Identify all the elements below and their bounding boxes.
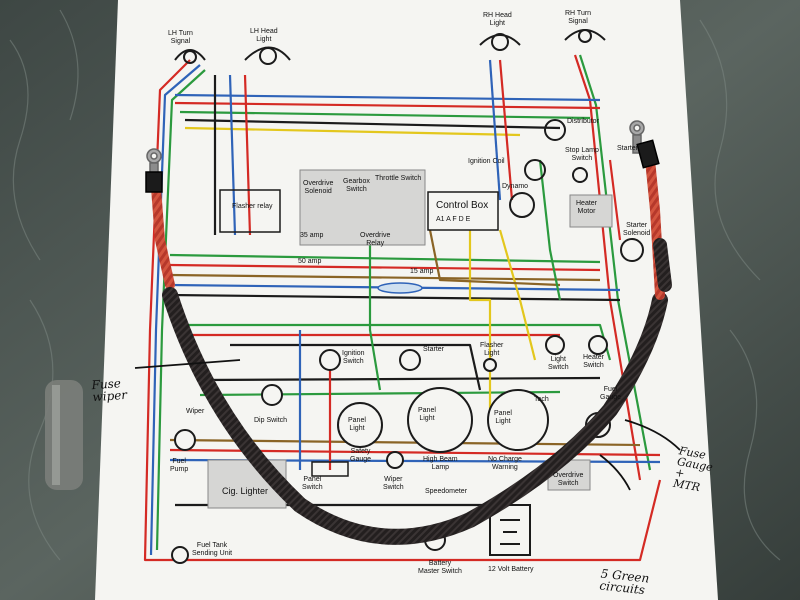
dip-switch-label: Dip Switch (254, 417, 288, 424)
overdrive-panel (299, 169, 426, 246)
speedometer-label: Speedometer (425, 488, 468, 495)
control-box-terminals-label: A1 A F D E (436, 216, 471, 223)
starter-solenoid-symbol (620, 238, 644, 262)
fuse-15-amp-label: 15 amp (410, 268, 434, 275)
starter-button-label: Starter (423, 346, 445, 353)
distributor-symbol (544, 119, 566, 141)
battery-cable (150, 155, 672, 545)
flasher-relay-box (219, 189, 281, 233)
fuse-50-amp-label: 50 amp (298, 258, 322, 265)
stop-lamp-symbol (572, 167, 588, 183)
panel-switch-box (311, 461, 349, 477)
cig-lighter-label: Cig. Lighter (222, 486, 269, 496)
handwritten-marks (134, 359, 681, 491)
starter-top-label: Starter (617, 145, 639, 152)
distributor-label: Distributor (567, 118, 599, 125)
wiper-label: Wiper (186, 408, 205, 415)
control-box-label: Control Box (436, 200, 489, 211)
throttle-switch-label: Throttle Switch (375, 175, 422, 182)
metal-pipe (45, 380, 83, 490)
cable-terminals (145, 120, 660, 193)
fuse-15-amp (377, 282, 423, 294)
fuse-35-amp-label: 35 amp (300, 232, 324, 239)
battery-label: 12 Volt Battery (488, 566, 534, 573)
dynamo-symbol (509, 192, 535, 218)
control-box-outline (427, 191, 499, 231)
heater-motor-box (569, 194, 613, 228)
ignition-coil-symbol (524, 159, 546, 181)
dynamo-label: Dynamo (502, 183, 529, 190)
tach-label: Tach (534, 396, 549, 403)
headlights (174, 29, 606, 65)
ignition-coil-label: Ignition Coil (468, 158, 505, 165)
wiring-diagram-sheet (95, 0, 718, 600)
flasher-relay-label: Flasher relay (232, 203, 273, 210)
